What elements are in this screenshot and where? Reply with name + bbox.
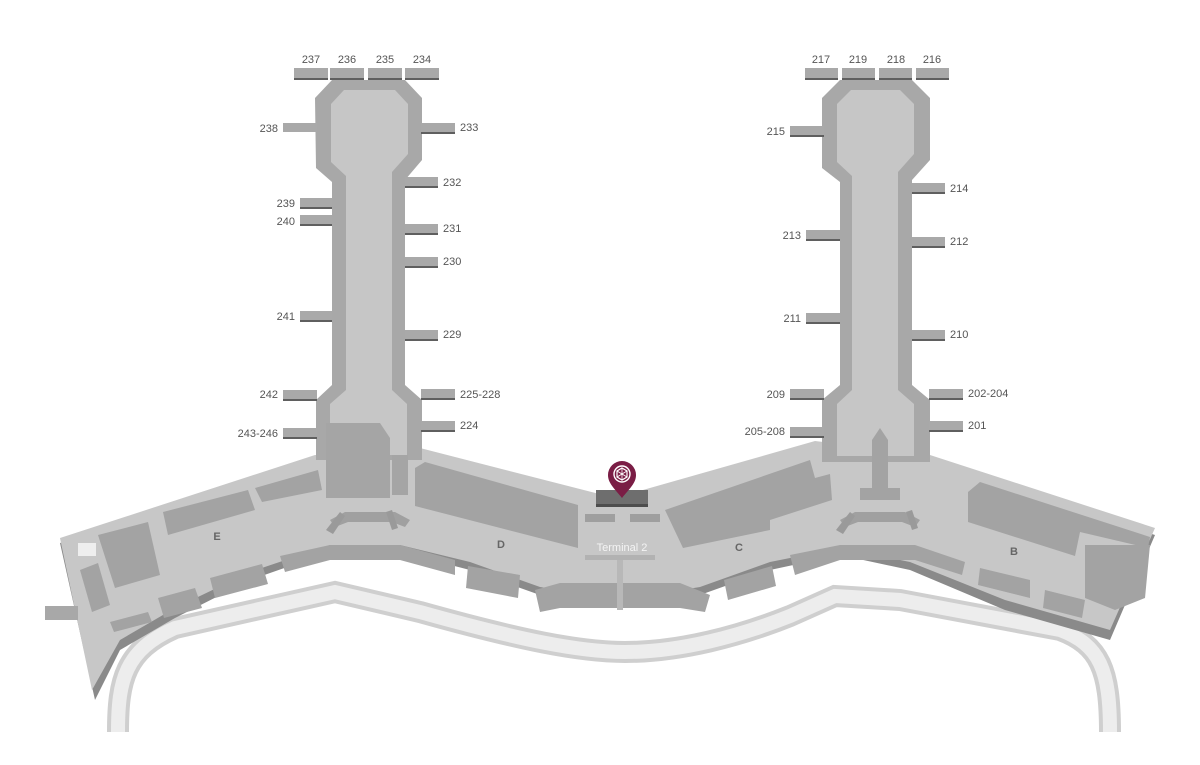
gate-239[interactable]: 239 <box>277 198 332 210</box>
terminal-label: Terminal 2 <box>597 542 648 554</box>
gate-243-246[interactable]: 243-246 <box>238 428 317 440</box>
svg-text:215: 215 <box>767 126 785 138</box>
zone-label-b: B <box>1010 546 1018 558</box>
gate-241[interactable]: 241 <box>277 311 332 323</box>
gate-236[interactable]: 236 <box>330 54 364 80</box>
gate-229[interactable]: 229 <box>405 329 461 341</box>
gate-213[interactable]: 213 <box>783 230 840 242</box>
gate-201[interactable]: 201 <box>929 420 986 432</box>
access-road <box>107 580 1121 733</box>
gate-230[interactable]: 230 <box>405 256 461 268</box>
svg-text:219: 219 <box>849 54 867 66</box>
svg-text:232: 232 <box>443 177 461 189</box>
svg-text:233: 233 <box>460 122 478 134</box>
svg-text:212: 212 <box>950 236 968 248</box>
location-pin-icon <box>608 461 636 498</box>
concourse-floor <box>60 441 1155 700</box>
gate-234[interactable]: 234 <box>405 54 439 80</box>
location-marker[interactable] <box>596 461 648 507</box>
gate-217[interactable]: 217 <box>805 54 838 80</box>
svg-text:240: 240 <box>277 216 295 228</box>
gate-209[interactable]: 209 <box>767 389 824 401</box>
svg-text:242: 242 <box>260 389 278 401</box>
connector-bridges <box>326 510 920 610</box>
concourse-blocks <box>45 460 1150 632</box>
gate-238[interactable]: 238 <box>260 123 317 135</box>
zone-label-c: C <box>735 542 743 554</box>
left-pier <box>315 80 422 498</box>
svg-text:214: 214 <box>950 183 968 195</box>
svg-text:217: 217 <box>812 54 830 66</box>
svg-text:235: 235 <box>376 54 394 66</box>
svg-text:236: 236 <box>338 54 356 66</box>
svg-text:216: 216 <box>923 54 941 66</box>
svg-text:213: 213 <box>783 230 801 242</box>
gate-233[interactable]: 233 <box>421 122 478 134</box>
gate-212[interactable]: 212 <box>912 236 968 248</box>
gate-231[interactable]: 231 <box>405 223 461 235</box>
svg-text:229: 229 <box>443 329 461 341</box>
svg-text:241: 241 <box>277 311 295 323</box>
svg-text:211: 211 <box>783 313 801 325</box>
gate-210[interactable]: 210 <box>912 329 968 341</box>
svg-text:209: 209 <box>767 389 785 401</box>
gate-202-204[interactable]: 202-204 <box>929 388 1008 400</box>
gate-225-228[interactable]: 225-228 <box>421 389 500 401</box>
gate-232[interactable]: 232 <box>405 177 461 189</box>
gate-240[interactable]: 240 <box>277 215 332 228</box>
gate-235[interactable]: 235 <box>368 54 402 80</box>
right-pier-gates: 217 219 218 216 215 213 211 209 205-208 … <box>745 54 1008 438</box>
svg-text:237: 237 <box>302 54 320 66</box>
svg-text:239: 239 <box>277 198 295 210</box>
zone-labels: E D C B <box>213 531 1018 558</box>
gate-219[interactable]: 219 <box>842 54 875 80</box>
gate-215[interactable]: 215 <box>767 126 824 138</box>
zone-label-d: D <box>497 539 505 551</box>
gate-242[interactable]: 242 <box>260 389 317 401</box>
svg-text:210: 210 <box>950 329 968 341</box>
left-pier-gates: 237 236 235 234 238 239 240 241 242 243-… <box>238 54 501 440</box>
svg-text:205-208: 205-208 <box>745 426 785 438</box>
svg-text:201: 201 <box>968 420 986 432</box>
svg-text:202-204: 202-204 <box>968 388 1008 400</box>
svg-text:225-228: 225-228 <box>460 389 500 401</box>
gate-211[interactable]: 211 <box>783 313 840 325</box>
zone-label-e: E <box>213 531 220 543</box>
gate-224[interactable]: 224 <box>421 420 478 432</box>
svg-text:243-246: 243-246 <box>238 428 278 440</box>
gate-216[interactable]: 216 <box>916 54 949 80</box>
svg-text:230: 230 <box>443 256 461 268</box>
svg-text:238: 238 <box>260 123 278 135</box>
svg-text:231: 231 <box>443 223 461 235</box>
gate-237[interactable]: 237 <box>294 54 328 80</box>
gate-205-208[interactable]: 205-208 <box>745 426 824 438</box>
svg-text:234: 234 <box>413 54 431 66</box>
gate-214[interactable]: 214 <box>912 183 968 195</box>
svg-text:218: 218 <box>887 54 905 66</box>
gate-218[interactable]: 218 <box>879 54 912 80</box>
right-pier <box>822 80 930 500</box>
svg-text:224: 224 <box>460 420 478 432</box>
